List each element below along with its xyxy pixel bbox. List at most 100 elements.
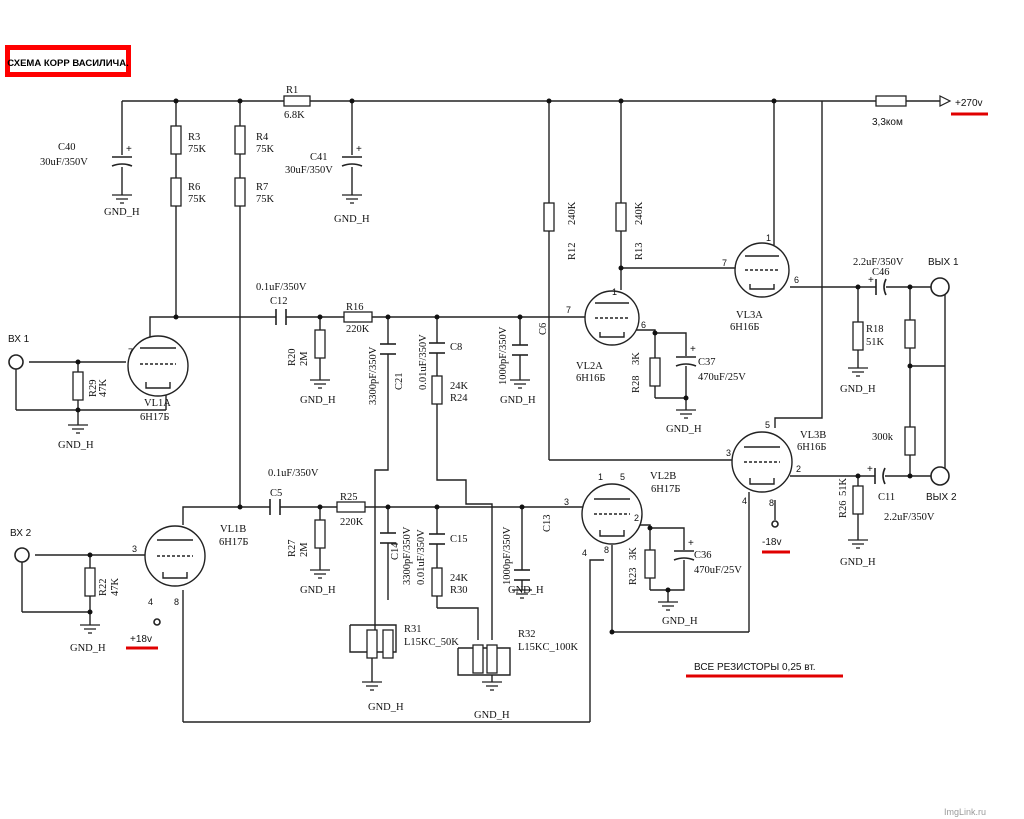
title-box: СХЕМА КОРР ВАСИЛИЧА. <box>5 45 131 77</box>
c12-value: 0.1uF/350V <box>256 282 307 293</box>
svg-text:+: + <box>126 144 132 155</box>
vl1b-type: 6Н17Б <box>219 537 248 548</box>
vl1a-type: 6Н17Б <box>140 412 169 423</box>
vl1a-name: VL1A <box>144 398 171 409</box>
svg-text:4: 4 <box>742 496 747 506</box>
svg-text:1: 1 <box>598 472 603 482</box>
terminal-in2 <box>14 547 30 563</box>
svg-text:2: 2 <box>634 513 639 523</box>
c37-value: 470uF/25V <box>698 372 746 383</box>
wires <box>15 95 952 723</box>
c36-name: C36 <box>694 550 712 561</box>
supply-plus18: +18v <box>130 634 152 645</box>
svg-text:8: 8 <box>174 597 179 607</box>
gnd-label: GND_H <box>500 395 536 406</box>
svg-text:6: 6 <box>794 275 799 285</box>
terminal-in1 <box>8 354 24 370</box>
r13-value: 240K <box>634 201 645 225</box>
gnd-label: GND_H <box>840 384 876 395</box>
supply-plus270: +270v <box>955 98 983 109</box>
vl2a-name: VL2A <box>576 361 603 372</box>
port-in2-label: ВХ 2 <box>10 528 32 539</box>
c15-value: 0.01uF/350V <box>416 529 427 585</box>
r20-value: 2M <box>299 351 310 366</box>
c40-value: 30uF/350V <box>40 157 88 168</box>
gnd-label: GND_H <box>300 585 336 596</box>
c15-name: C15 <box>450 534 468 545</box>
gnd-label: GND_H <box>840 557 876 568</box>
c12-name: C12 <box>270 296 288 307</box>
svg-text:7: 7 <box>566 305 571 315</box>
r16-name: R16 <box>346 302 364 313</box>
pin-numbers: 7 7 1 6 7 1 6 3 5 2 4 8 3 4 8 1 5 3 2 4 … <box>128 233 801 607</box>
svg-text:5: 5 <box>620 472 625 482</box>
c11-name: C11 <box>878 492 895 503</box>
capacitor-plus-marks: +++ +++ <box>126 144 874 549</box>
gnd-label: GND_H <box>300 395 336 406</box>
gnd-label: GND_H <box>104 207 140 218</box>
supply-minus18: -18v <box>762 537 781 548</box>
c36-value: 470uF/25V <box>694 565 742 576</box>
r6-value: 75K <box>188 194 207 205</box>
r32-value: L15KC_100K <box>518 642 579 653</box>
tube-vl2b <box>581 483 643 545</box>
svg-text:3: 3 <box>564 497 569 507</box>
gnd-label: GND_H <box>508 585 544 596</box>
c21-name: C21 <box>394 372 405 390</box>
r26-name: R26 <box>838 500 849 518</box>
svg-text:3: 3 <box>132 544 137 554</box>
c21-value: 3300pF/350V <box>368 346 379 405</box>
r31-value: L15KC_50K <box>404 637 459 648</box>
r28-value: 3K <box>631 352 642 365</box>
svg-text:2: 2 <box>796 464 801 474</box>
port-in1-label: ВХ 1 <box>8 334 30 345</box>
tube-vl2a <box>584 290 640 346</box>
r24-name: R24 <box>450 393 468 404</box>
c37-name: C37 <box>698 357 716 368</box>
r26-value: 51K <box>838 478 849 497</box>
svg-text:7: 7 <box>128 347 133 357</box>
svg-text:1: 1 <box>612 287 617 297</box>
r-300k-value: 300k <box>872 432 894 443</box>
c46-value: 2.2uF/350V <box>853 257 904 268</box>
schematic-title: СХЕМА КОРР ВАСИЛИЧА. <box>7 58 128 69</box>
r6-name: R6 <box>188 182 200 193</box>
r1-name: R1 <box>286 85 298 96</box>
vl3a-type: 6Н16Б <box>730 322 759 333</box>
svg-text:4: 4 <box>582 548 587 558</box>
vl3a-name: VL3A <box>736 310 763 321</box>
svg-text:1: 1 <box>766 233 771 243</box>
port-out1-label: ВЫХ 1 <box>928 257 959 268</box>
c5-value: 0.1uF/350V <box>268 468 319 479</box>
svg-text:8: 8 <box>769 498 774 508</box>
svg-text:+: + <box>356 144 362 155</box>
vl2a-type: 6Н16Б <box>576 373 605 384</box>
c46-name: C46 <box>872 267 890 278</box>
r22-value: 47K <box>110 578 121 597</box>
red-highlights <box>126 112 988 678</box>
gnd-label: GND_H <box>58 440 94 451</box>
vl3b-type: 6Н16Б <box>797 442 826 453</box>
tube-vl3b <box>731 431 793 493</box>
c14-name: C14 <box>390 542 401 560</box>
r7-value: 75K <box>256 194 275 205</box>
c41-value: 30uF/350V <box>285 165 333 176</box>
junction-dots <box>75 98 913 635</box>
r25-value: 220K <box>340 517 364 528</box>
svg-text:8: 8 <box>604 545 609 555</box>
note-resistor-power: ВСЕ РЕЗИСТОРЫ 0,25 вт. <box>694 662 816 673</box>
r27-name: R27 <box>287 539 298 557</box>
r29-name: R29 <box>88 379 99 397</box>
c8-name: C8 <box>450 342 462 353</box>
gnd-label: GND_H <box>662 616 698 627</box>
c13-name: C13 <box>542 514 553 532</box>
r32-name: R32 <box>518 629 536 640</box>
svg-text:4: 4 <box>148 597 153 607</box>
c6-name: C6 <box>538 323 549 335</box>
r4-name: R4 <box>256 132 269 143</box>
gnd-label: GND_H <box>334 214 370 225</box>
r31-name: R31 <box>404 624 422 635</box>
r18-value: 51K <box>866 337 885 348</box>
port-out2-label: ВЫХ 2 <box>926 492 957 503</box>
